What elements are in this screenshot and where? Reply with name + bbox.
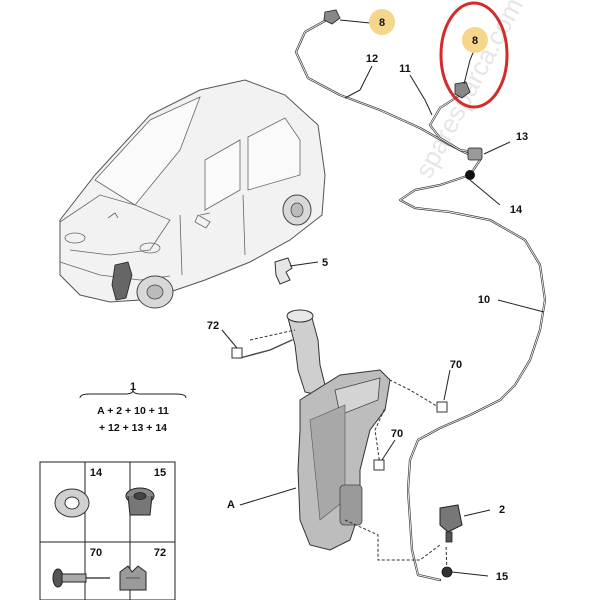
callout-70-upper: 70 [450,359,462,371]
callout-14: 14 [510,204,523,216]
callout-8-right-badge [462,27,488,53]
highlight-circle [439,1,509,109]
legend-label-72: 72 [154,547,166,559]
clip-72-box [231,347,243,359]
pump-2 [439,504,463,543]
vehicle-illustration [59,79,326,309]
kit-composition: 1 A + 2 + 10 + 11 + 12 + 13 + 14 [79,381,187,434]
callout-13: 13 [516,131,528,143]
legend-label-15: 15 [154,467,166,479]
callout-8-left-badge [369,9,395,35]
callout-A: A [227,499,235,511]
kit-title: 1 [130,381,136,393]
callout-8-left: 8 [379,17,385,29]
legend-label-14: 14 [90,467,103,479]
legend-label-70: 70 [90,547,102,559]
callout-70-lower: 70 [391,428,403,440]
callout-72: 72 [207,320,219,332]
clip-icon [119,565,147,591]
hose-12 [294,16,472,157]
small-parts-legend: 14 15 70 72 [39,461,176,600]
nozzle-8-left [323,9,341,25]
connector-13 [467,147,483,161]
kit-line-1: A + 2 + 10 + 11 [97,405,169,417]
kit-line-2: + 12 + 13 + 14 [99,422,167,434]
washer-reservoir-A [239,309,391,551]
callout-12: 12 [366,53,378,65]
callout-5: 5 [322,257,328,269]
hose-10 [398,158,547,582]
grommet-icon [125,487,155,516]
callout-10: 10 [478,294,490,306]
callout-11: 11 [399,63,411,75]
callout-2: 2 [499,504,505,516]
rivet-70-box-lower [373,459,385,471]
callout-15: 15 [496,571,508,583]
callout-8-right: 8 [472,35,478,47]
rivet-icon [52,568,110,588]
clip-14-marker [465,170,475,180]
rivet-70-box-upper [436,401,448,413]
hose-11 [428,93,474,154]
bracket-5 [274,257,293,285]
